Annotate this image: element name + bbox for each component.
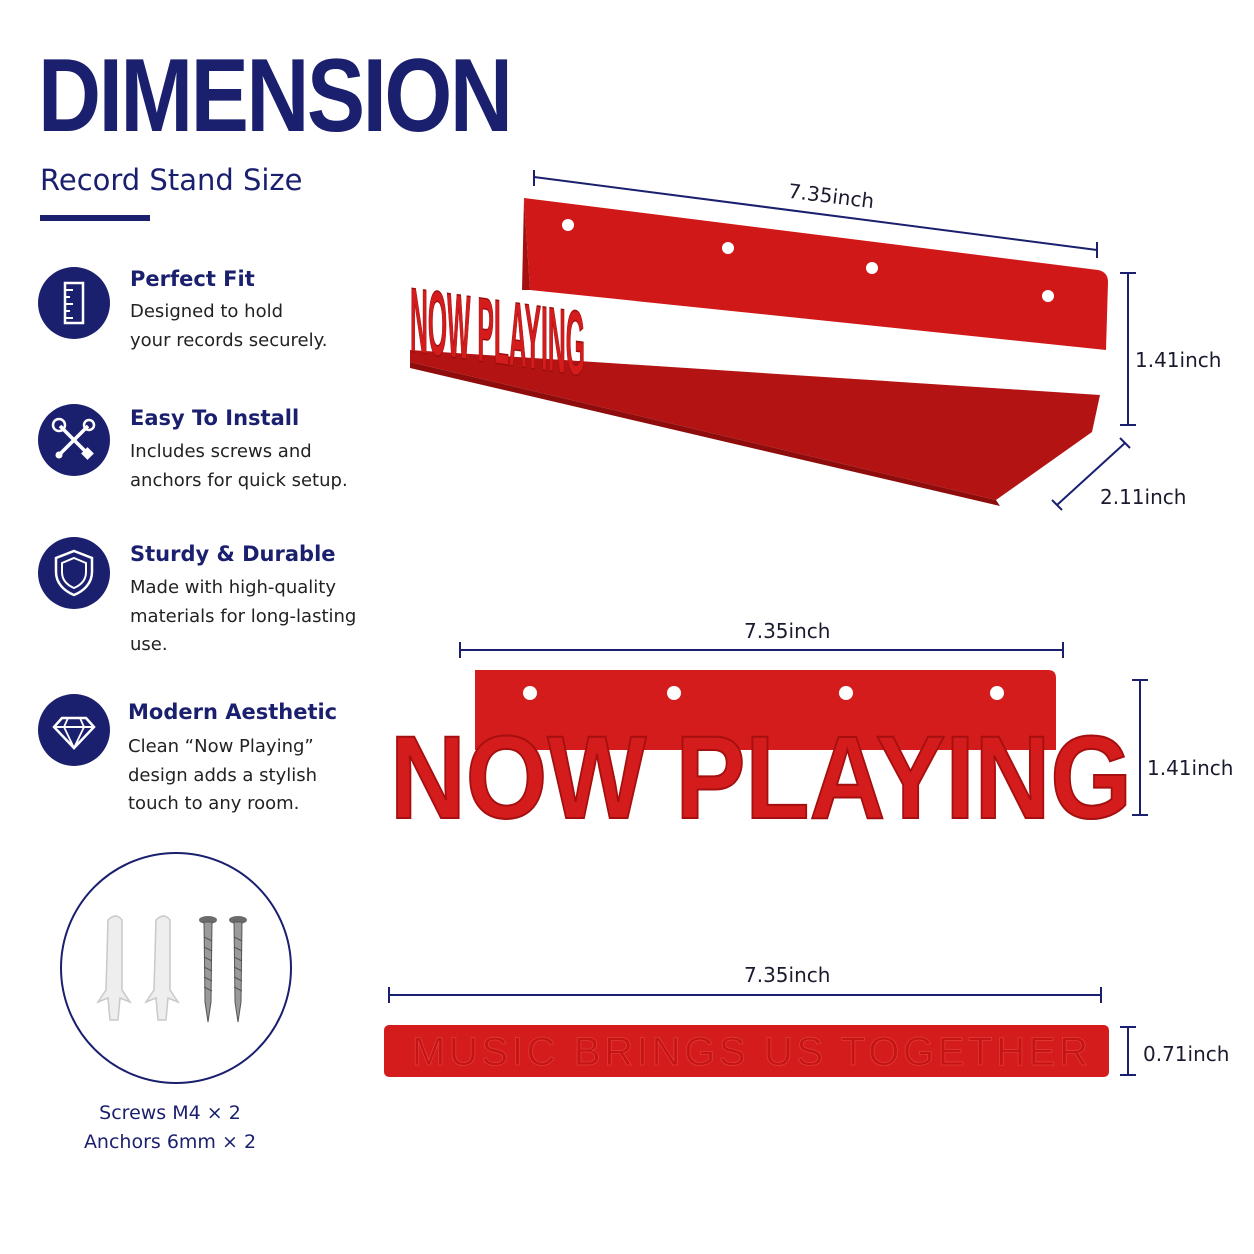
subtitle-underline [40,215,150,221]
tools-icon [38,404,110,476]
feature-title-sturdy: Sturdy & Durable [130,542,336,566]
dim-width-plate: 7.35inch [744,963,831,987]
feature-title-perfect-fit: Perfect Fit [130,267,255,291]
dim-width-front: 7.35inch [744,619,831,643]
diamond-icon [38,694,110,766]
feature-desc-modern: Clean “Now Playing”design adds a stylish… [128,736,318,814]
dim-height-front: 1.41inch [1147,756,1234,780]
plate-view: MUSIC BRINGS US TOGETHER [384,987,1136,1077]
hardware-screws-label: Screws M4 × 2 [99,1102,241,1124]
front-text-now-playing: NOW PLAYING [390,712,1132,830]
perspective-view: NOW PLAYING [409,170,1136,511]
shield-icon [38,537,110,609]
hardware-kit-circle [60,852,292,1084]
dim-height-plate: 0.71inch [1143,1042,1230,1066]
ruler-icon [38,267,110,339]
front-view: NOW PLAYING [389,642,1148,830]
page-subtitle: Record Stand Size [40,163,303,197]
dim-height-perspective: 1.41inch [1135,348,1222,372]
feature-title-easy-install: Easy To Install [130,406,300,430]
screws-anchors-image [96,915,247,1023]
front-text-now: NOW PLAYING [410,268,585,396]
feature-title-modern: Modern Aesthetic [128,700,338,724]
dim-depth-perspective: 2.11inch [1100,485,1187,509]
page-title: DIMENSION [38,38,513,154]
plate-engraved-text: MUSIC BRINGS US TOGETHER [412,1030,1088,1074]
hardware-anchors-label: Anchors 6mm × 2 [83,1131,257,1153]
